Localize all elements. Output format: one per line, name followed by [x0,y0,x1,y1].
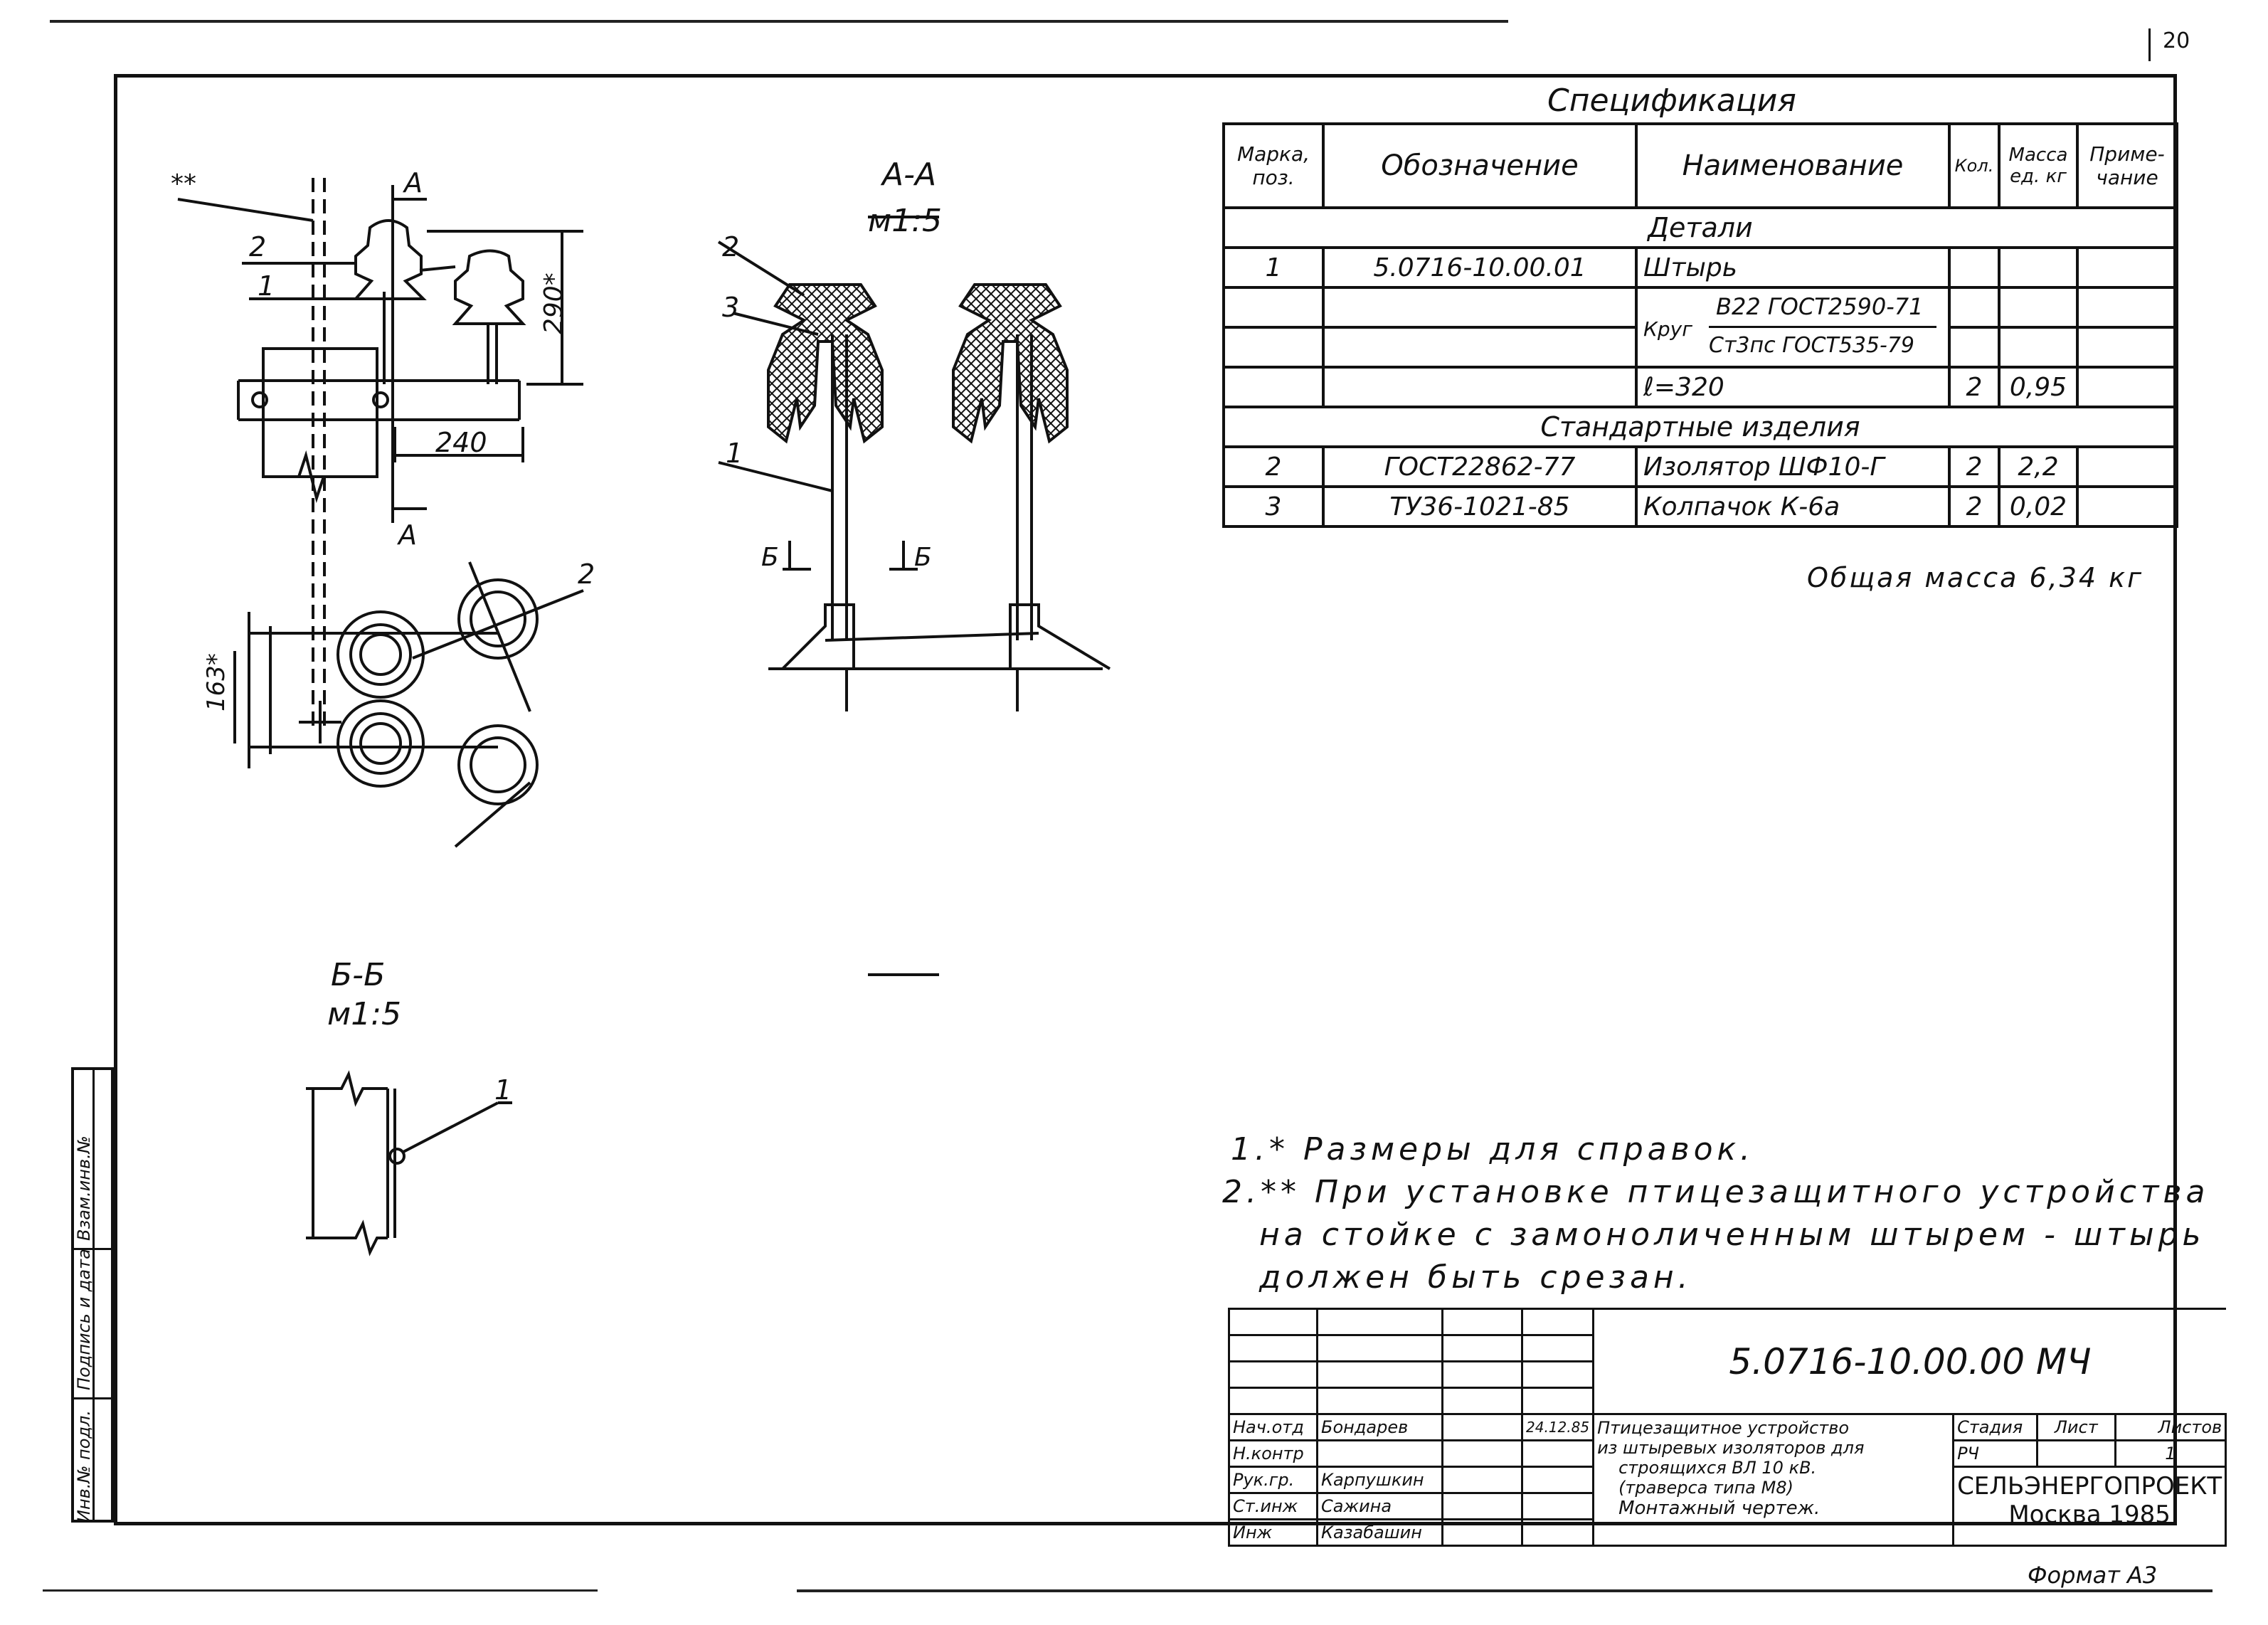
label-dim-290: 290* [539,272,568,334]
label-cut-b-right: Б [914,543,932,572]
material-top: В22 ГОСТ2590-71 [1716,293,1924,320]
spec-row-3: 3 ТУ36-1021-85 Колпачок К-6а 2 0,02 [1222,485,2178,528]
section-details: Детали [1222,206,2178,249]
spec-table: Марка, поз. Обозначение Наименование Кол… [1222,122,2178,528]
bottom-line-left [43,1589,598,1592]
section-standard: Стандартные изделия [1222,406,2178,448]
spec-row-1-length: ℓ=320 2 0,95 [1222,366,2178,408]
side-stamp: Инв.№ подл. Подпись и дата Взам.инв.№ [71,1067,114,1523]
spec-row-1-material: Круг В22 ГОСТ2590-71 Ст3пс ГОСТ535-79 [1222,286,2178,369]
header-mass: Масса ед. кг [1998,122,2079,209]
desc-line-4: (траверса типа М8) [1618,1478,1793,1498]
label-double-star: ** [171,169,196,199]
title-row-2: Н.контр РЧ 1 [1228,1439,2227,1468]
bottom-line-right [797,1589,2213,1592]
label-cut-a-top: А [402,167,423,199]
label-pos1-front: 1 [258,270,275,302]
org-name: СЕЛЬЭНЕРГОПРОЕКТ [1957,1472,2222,1500]
desc-line-2: из штыревых изоляторов для [1597,1438,1865,1458]
note-1: 1.* Размеры для справок. [1231,1131,1755,1168]
page-number: 20 [2163,28,2190,53]
label-dim-240: 240 [435,427,487,458]
label-pos1-bb: 1 [494,1074,512,1106]
spec-title: Спецификация [1547,83,1796,119]
label-cut-b-left: Б [761,543,779,572]
material-label: Круг [1643,317,1692,341]
drawing-frame [114,74,2177,1525]
note-2-line-2: на стойке с замоноличенным штырем - штыр… [1259,1217,2205,1253]
header-mark: Марка, поз. [1222,122,1325,209]
material-bottom: Ст3пс ГОСТ535-79 [1709,333,1915,358]
total-mass: Общая масса 6,34 кг [1807,562,2144,593]
title-row-4: Ст.инж Сажина [1228,1492,2226,1520]
spec-row-1: 1 5.0716-10.00.01 Штырь [1222,246,2178,289]
section-aa-title: А-А [880,157,936,193]
section-aa-scale: м1:5 [868,203,942,239]
label-pos2-plan: 2 [578,559,595,590]
desc-line-1: Птицезащитное устройство [1597,1418,1850,1438]
title-block: 5.0716-10.00.00 МЧ Нач.отд Бондарев 24.1… [1228,1308,2227,1547]
header-note: Приме- чание [2076,122,2178,209]
label-pos2-front: 2 [249,231,266,263]
note-2-line-1: 2.** При установке птицезащитного устрой… [1222,1174,2210,1210]
drawing-code: 5.0716-10.00.00 МЧ [1592,1308,2226,1415]
label-pos1-aa: 1 [726,438,743,469]
label-pos3-aa: 3 [722,292,739,323]
header-qty: Кол. [1948,122,2001,209]
desc-line-5: Монтажный чертеж. [1618,1498,1821,1519]
title-row-3: Рук.гр. Карпушкин СЕЛЬЭНЕРГОПРОЕКТ Москв… [1228,1466,2227,1547]
section-bb-scale: м1:5 [327,996,401,1032]
header-designation: Обозначение [1322,122,1638,209]
page-number-tick [2148,28,2151,61]
label-pos2-aa: 2 [722,231,739,263]
section-bb-title: Б-Б [331,957,385,993]
spec-header-row: Марка, поз. Обозначение Наименование Кол… [1222,122,2178,209]
label-dim-163: 163* [202,653,230,711]
title-row-5: Инж Казабашин [1228,1518,2226,1547]
spec-row-2: 2 ГОСТ22862-77 Изолятор ШФ10-Г 2 2,2 [1222,445,2178,488]
front-view [177,178,583,733]
section-bb-view [306,973,939,1256]
label-cut-a-bottom: А [396,519,417,551]
note-2-line-3: должен быть срезан. [1259,1259,1692,1296]
format-label: Формат А3 [2028,1562,2158,1589]
header-name: Наименование [1635,122,1951,209]
desc-line-3: строящихся ВЛ 10 кВ. [1618,1458,1817,1478]
plan-view [233,561,584,848]
drawing-area: ** 2 1 А А 240 290* 2 163* [171,157,1111,1256]
city-year: Москва 1985 [2008,1500,2171,1529]
title-date: 24.12.85 [1520,1413,1595,1441]
section-aa-view [717,216,1111,711]
title-row-1: Нач.отд Бондарев 24.12.85 Птицезащитное … [1228,1413,2227,1547]
top-border-line [50,20,1508,23]
